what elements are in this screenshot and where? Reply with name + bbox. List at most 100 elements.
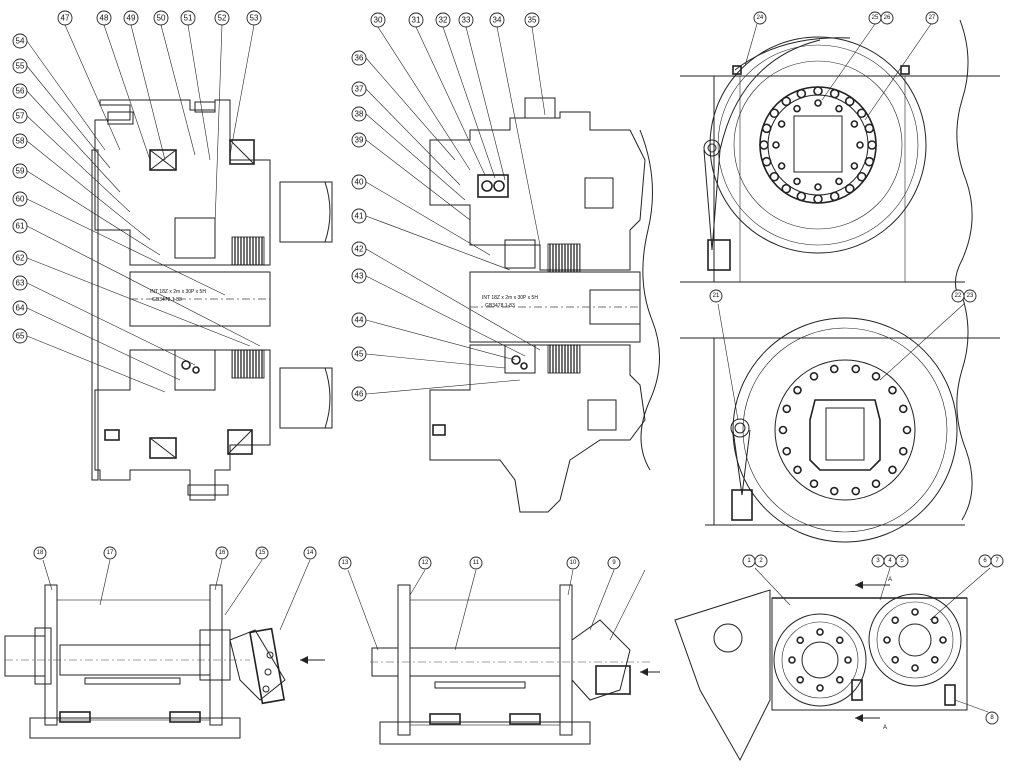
bolt-hole [883,636,891,644]
callout-1: 1 [742,554,756,568]
callout-8: 8 [985,711,999,725]
callout-26: 26 [880,11,894,25]
callout-63: 63 [12,275,28,291]
callout-47: 47 [57,10,73,26]
svg-text:35: 35 [528,16,537,25]
shaft-spec-label-middle: INT 18Z x 2m x 30P x 5H [482,295,538,301]
svg-text:22: 22 [955,293,962,299]
shaft-standard-label-middle: GB3478.1-83 [485,303,515,309]
callout-54: 54 [12,33,28,49]
svg-text:58: 58 [16,137,25,146]
callout-25: 25 [868,11,882,25]
callout-17: 17 [103,546,117,560]
bolt-hole [796,88,807,99]
callout-11: 11 [469,556,483,570]
brake-disc-pack-lower [231,349,265,379]
svg-text:53: 53 [250,14,259,23]
svg-text:12: 12 [422,560,429,566]
callout-35: 35 [524,12,540,28]
callout-43: 43 [351,268,367,284]
callout-64: 64 [12,300,28,316]
bolt-hole [835,636,844,645]
callout-34: 34 [489,12,505,28]
callouts-left-side: 54 55 56 57 58 59 60 61 62 63 64 65 [12,33,261,393]
callout-24: 24 [753,11,767,25]
callout-4: 4 [883,554,897,568]
bolt-hole [930,655,939,664]
svg-text:7: 7 [995,558,999,564]
bolt-hole [761,123,772,134]
svg-text:23: 23 [967,293,974,299]
bolt-hole [816,628,824,636]
callout-5: 5 [895,554,909,568]
brake-disc-pack-upper [231,236,265,266]
svg-text:39: 39 [355,136,364,145]
svg-text:33: 33 [462,16,471,25]
svg-text:9: 9 [612,560,616,566]
callout-60: 60 [12,191,28,207]
callouts-middle-top: 30 31 32 33 34 35 [370,12,546,246]
svg-text:62: 62 [16,254,25,263]
svg-text:56: 56 [16,87,25,96]
bolt-hole [844,183,855,194]
callout-22: 22 [951,289,965,303]
svg-text:49: 49 [127,14,136,23]
callout-14: 14 [303,546,317,560]
bolt-hole [759,140,769,150]
svg-text:57: 57 [16,112,25,121]
callout-46: 46 [351,386,367,402]
bolt-hole [888,465,897,475]
bolt-hole [888,385,897,395]
brake-disc-pack-upper-middle [547,243,581,273]
callout-37: 37 [351,81,367,97]
bolt-hole [871,372,881,381]
bolt-hole-inner [772,141,780,149]
bolt-hole [930,616,939,625]
callout-52: 52 [214,10,230,26]
bolt-hole [788,656,796,664]
bolt-hole [816,684,824,692]
svg-text:45: 45 [355,350,364,359]
callout-48: 48 [96,10,112,26]
callout-31: 31 [408,12,424,28]
bolt-hole [793,385,802,395]
view-arrow-label-top: A [888,577,892,583]
bolt-hole [769,108,780,119]
svg-text:36: 36 [355,54,364,63]
svg-text:16: 16 [219,550,226,556]
svg-text:37: 37 [355,85,364,94]
bolt-hole [844,96,855,107]
svg-text:4: 4 [888,558,892,564]
end-view-bottom: 21 22 23 [680,289,1000,543]
svg-text:63: 63 [16,279,25,288]
svg-text:64: 64 [16,304,25,313]
bolt-hole-inner [835,104,843,113]
bolt-hole [891,616,900,625]
svg-text:27: 27 [929,15,936,21]
svg-text:8: 8 [990,715,994,721]
bolt-hole [871,479,881,488]
callout-9: 9 [607,556,621,570]
svg-text:47: 47 [61,14,70,23]
drum-outer-bottom [732,317,958,543]
svg-text:55: 55 [16,62,25,71]
callouts-left-top: 47 48 49 50 51 52 53 [57,10,262,226]
bolt-hole [864,123,875,134]
svg-text:24: 24 [757,15,764,21]
svg-text:14: 14 [307,550,314,556]
callout-65: 65 [12,328,28,344]
callout-58: 58 [12,133,28,149]
svg-text:6: 6 [983,558,987,564]
callout-40: 40 [351,174,367,190]
section-view-left: INT 18Z x 2m x 30P x 5H GB3478.1-83 [91,99,333,501]
svg-text:54: 54 [16,37,25,46]
bolt-hole [796,636,805,645]
bolt-hole [778,425,788,435]
callout-45: 45 [351,346,367,362]
callout-62: 62 [12,250,28,266]
callout-39: 39 [351,132,367,148]
svg-text:65: 65 [16,332,25,341]
callout-12: 12 [418,556,432,570]
end-view-top: 24 25 26 27 [680,11,1000,301]
